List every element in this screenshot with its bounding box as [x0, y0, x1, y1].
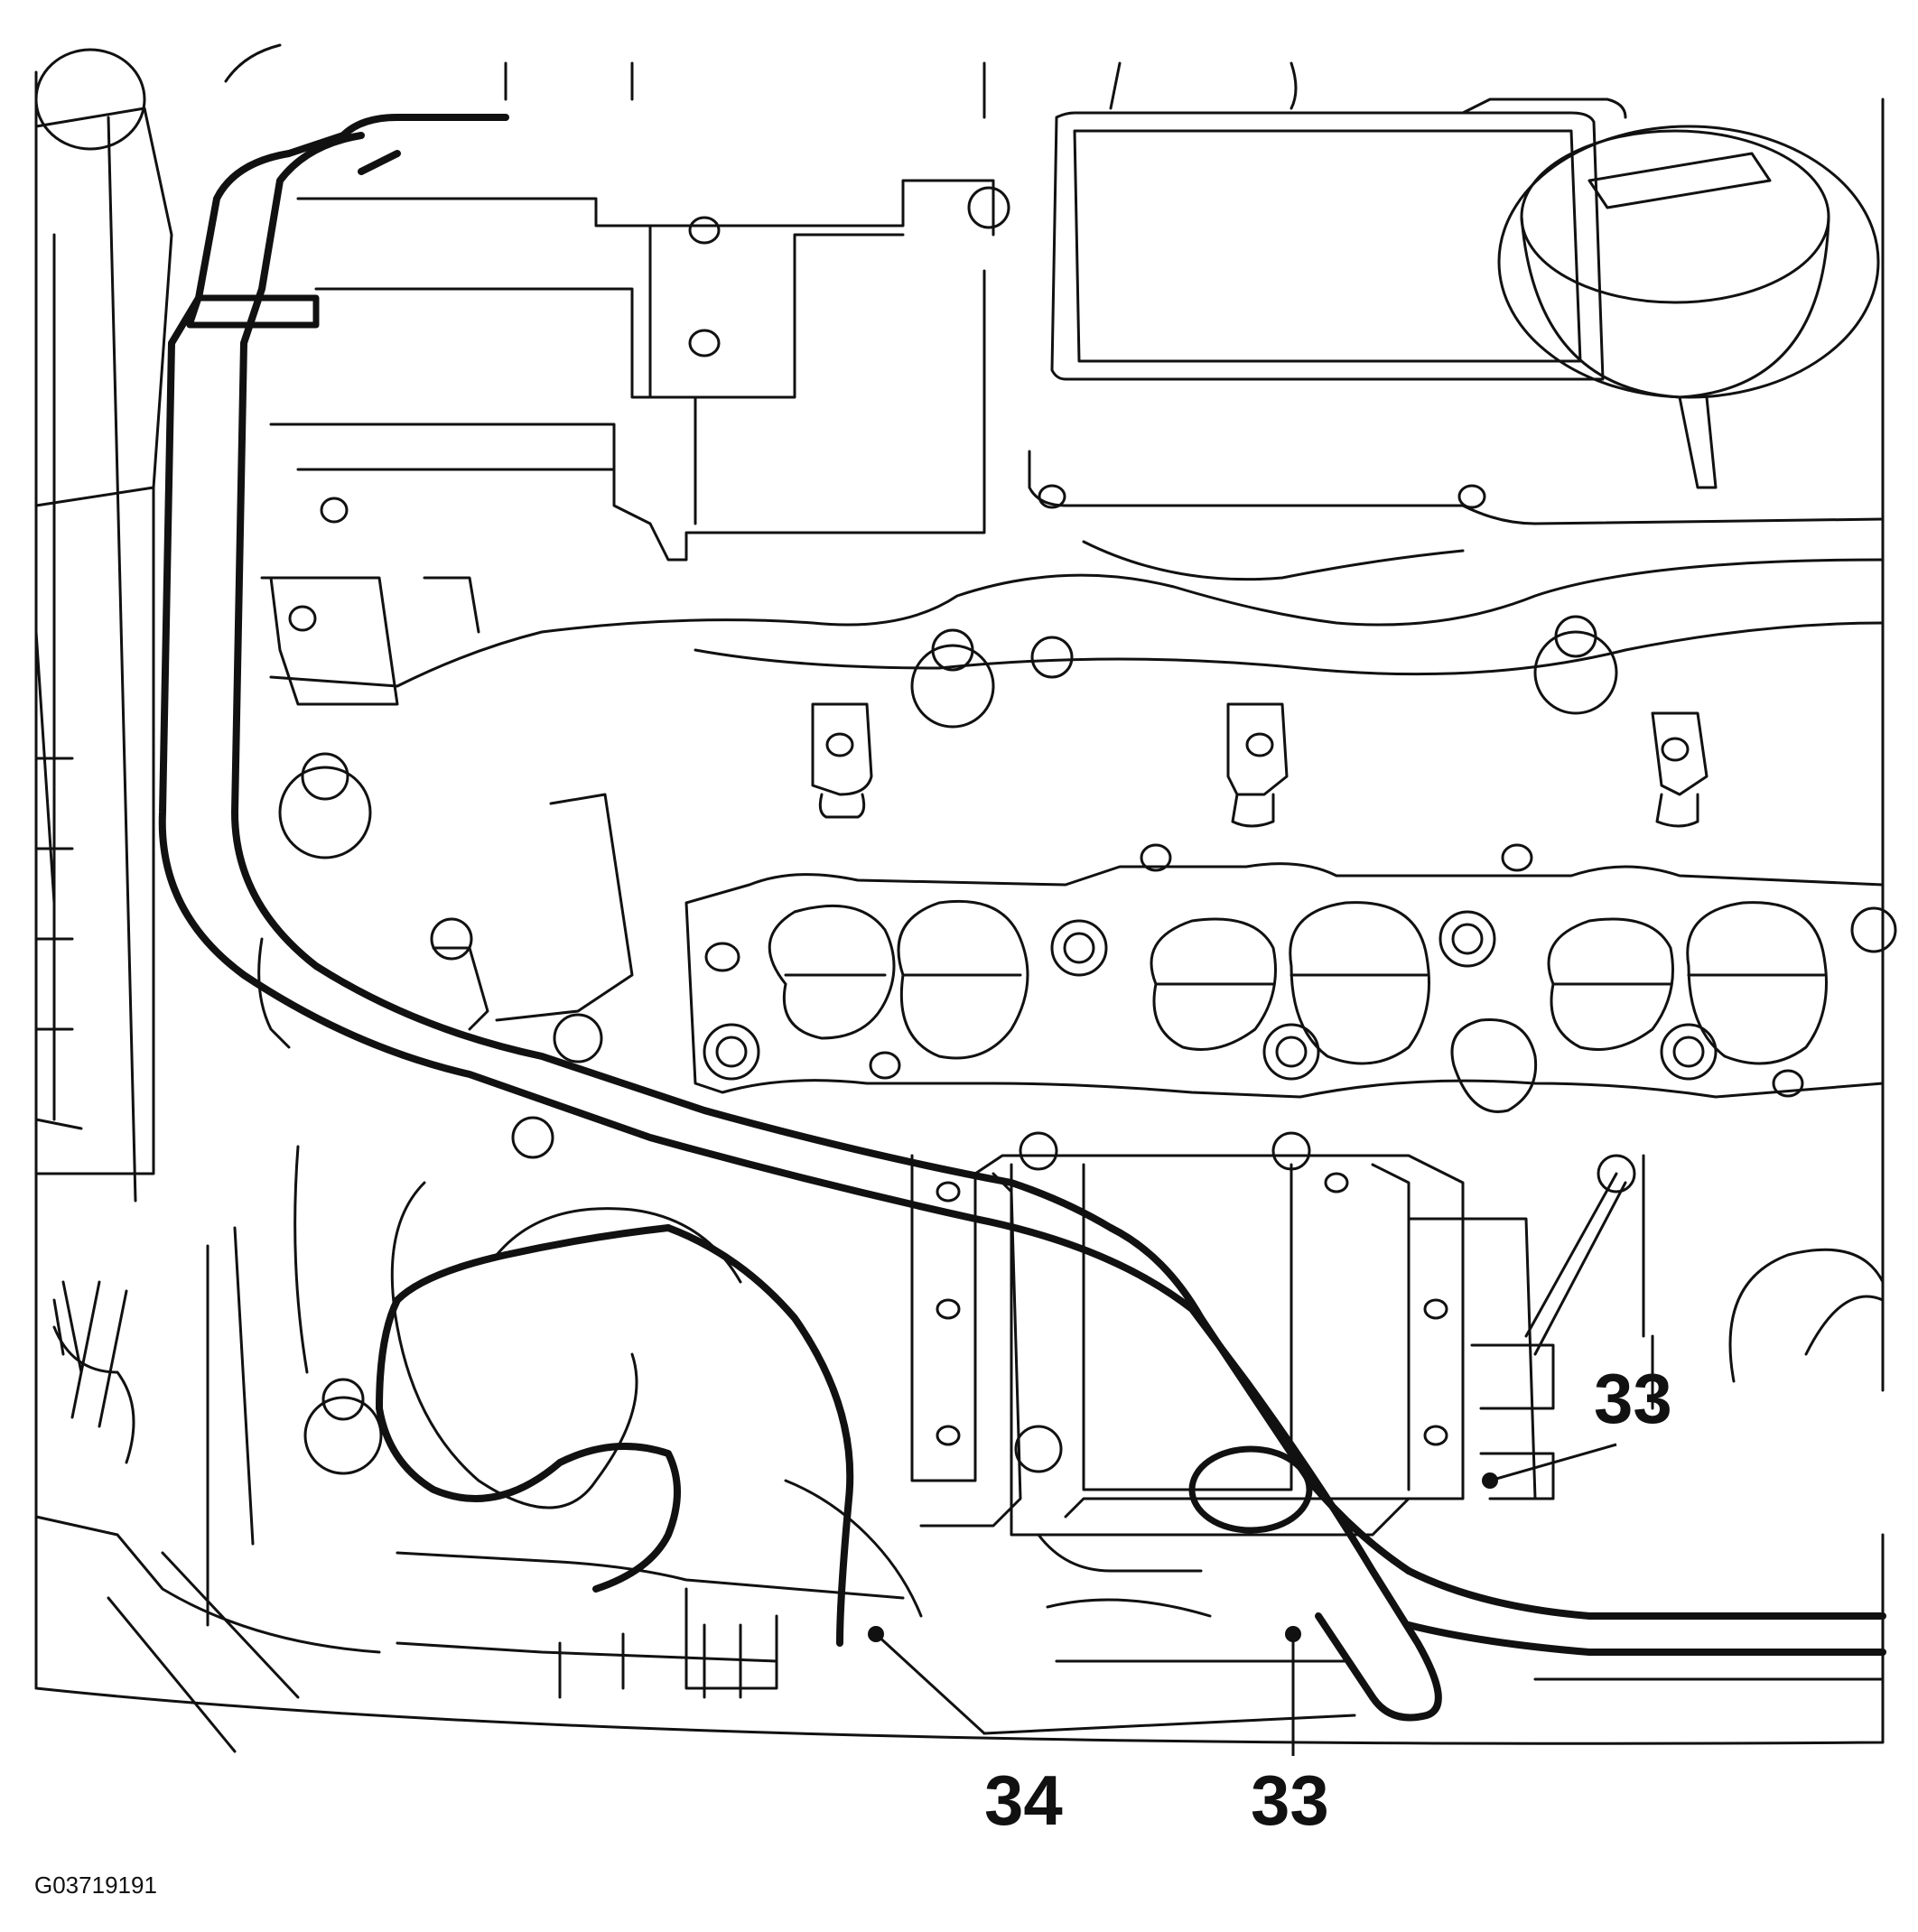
callout-33-right: 33 — [1594, 1359, 1672, 1438]
engine-frame-lines — [34, 43, 1897, 1753]
leader-34 — [874, 1632, 986, 1735]
leader-dot-34 — [868, 1626, 884, 1642]
callout-33-bottom: 33 — [1251, 1760, 1329, 1840]
leader-dots — [868, 1472, 1498, 1642]
figure-id-code: G03719191 — [34, 1872, 157, 1899]
leader-dot-33-bottom — [1285, 1626, 1301, 1642]
callout-34: 34 — [984, 1760, 1063, 1840]
leader-dot-33-right — [1482, 1472, 1498, 1489]
highlighted-hoses — [158, 114, 1886, 1722]
